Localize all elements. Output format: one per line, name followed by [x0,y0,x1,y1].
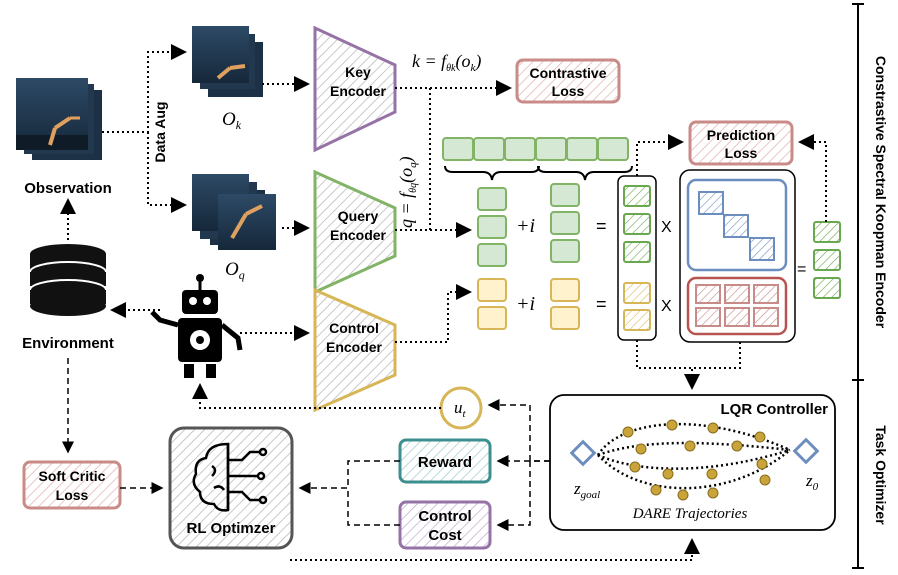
plus-i-1: +i [516,215,535,237]
robot-icon [150,274,243,378]
soft-critic-label: Soft Critic [39,468,106,484]
ut-label: ut [454,398,467,420]
equals-2: = [596,294,607,314]
prediction-loss-box [688,120,794,166]
key-encoder [313,25,397,153]
control-encoder-label-2: Encoder [326,339,383,355]
control-encoder-label: Control [329,320,379,336]
ok-label: Ok [222,109,242,132]
environment-label: Environment [22,335,114,352]
query-image [192,174,276,250]
contrastive-loss-label-2: Loss [552,83,585,99]
query-encoder-label: Query [338,208,379,224]
data-aug-label: Data Aug [152,102,168,163]
real-part-vector [477,187,507,267]
operator-bracket [679,169,796,343]
observation-image [16,78,102,160]
prediction-loss-label-2: Loss [725,145,758,161]
dotted-arrows [60,44,827,561]
rl-optimizer-box [168,426,294,550]
brain-chip-icon [192,442,268,512]
start-node [792,437,820,465]
soft-critic-label-2: Loss [56,487,89,503]
control-cost-label: Control [418,508,471,525]
reward-label: Reward [418,454,472,471]
query-encoder [313,169,397,295]
control-cost-label-2: Cost [428,527,461,544]
imag-part-vector [550,183,580,263]
dashed-arrows [62,358,550,531]
lqr-label: LQR Controller [721,401,829,418]
contrastive-loss-label: Contrastive [529,65,606,81]
key-image [192,26,263,97]
control-real-vector [477,278,507,330]
control-imag-vector [550,278,580,330]
q-formula: q = fθq(oq) [396,156,419,228]
z0-label: z0 [805,471,819,493]
trajectory-nodes [622,419,771,501]
task-optimizer-side-label: Task Optimizer [873,425,889,525]
control-matrix [686,276,788,336]
rl-optimizer-label: RL Optimzer [187,520,276,537]
plus-i-2: +i [516,293,535,315]
embedding-row [442,137,633,181]
equals-1: = [596,216,607,236]
key-encoder-label: Key [345,64,371,80]
dare-label: DARE Trajectories [632,506,748,522]
contrastive-loss-box [515,58,621,104]
database-icon [29,244,107,316]
state-column [623,185,651,331]
oq-label: Oq [225,259,245,282]
soft-critic-loss-box [22,460,122,510]
observation-label: Observation [24,180,112,197]
lqr-controller-box [549,394,836,531]
control-encoder [313,287,397,413]
k-formula: k = fθk(ok) [412,51,481,74]
next-state-vector [813,221,841,299]
goal-node [569,439,597,467]
zgoal-label: zgoal [573,479,600,501]
times-1: X [661,219,672,236]
prediction-loss-label: Prediction [707,127,775,143]
times-2: X [661,298,672,315]
equals-3: = [797,261,806,278]
query-encoder-label-2: Encoder [330,227,387,243]
koopman-encoder-side-label: Constrastive Spectral Koopman Encoder [873,56,889,329]
koopman-matrix [686,178,788,272]
key-encoder-label-2: Encoder [330,83,387,99]
control-matrix-cells [695,284,779,327]
